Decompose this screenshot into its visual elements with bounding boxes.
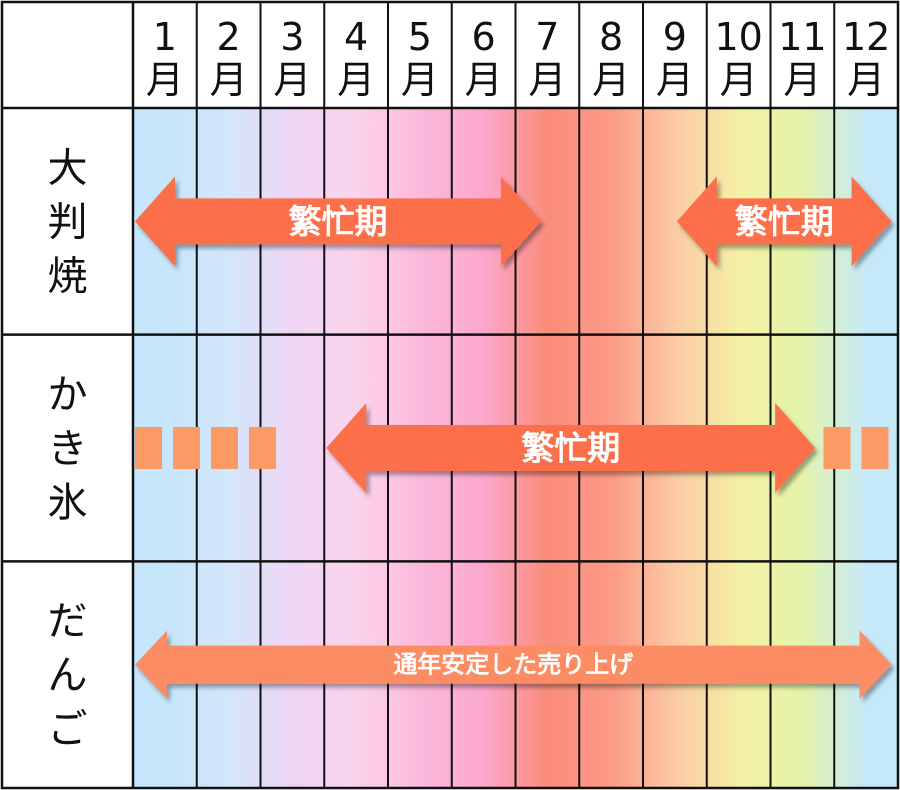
month-unit: 月 xyxy=(465,58,503,102)
arrow-label: 繁忙期 xyxy=(735,202,834,241)
month-unit: 月 xyxy=(783,58,821,102)
month-number: 9 xyxy=(663,15,687,59)
off-season-dash xyxy=(249,427,276,469)
month-unit: 月 xyxy=(656,58,694,102)
off-season-dash xyxy=(135,427,162,469)
busy-period-arrow xyxy=(326,403,816,493)
month-unit: 月 xyxy=(337,58,375,102)
month-number: 8 xyxy=(599,15,623,59)
row-label: 大判焼 xyxy=(48,145,88,299)
month-unit: 月 xyxy=(210,58,248,102)
month-number: 5 xyxy=(408,15,432,59)
arrow-label: 繁忙期 xyxy=(289,202,388,241)
month-number: 6 xyxy=(472,15,496,59)
arrow-label: 通年安定した売り上げ xyxy=(393,651,634,679)
month-number: 1 xyxy=(153,15,177,59)
off-season-dash xyxy=(211,427,238,469)
arrow-label: 繁忙期 xyxy=(521,429,620,468)
month-number: 2 xyxy=(217,15,241,59)
month-unit: 月 xyxy=(847,58,885,102)
month-unit: 月 xyxy=(273,58,311,102)
month-number: 12 xyxy=(842,15,890,59)
period-arrows: 繁忙期繁忙期繁忙期通年安定した売り上げ xyxy=(135,176,892,699)
month-unit: 月 xyxy=(720,58,758,102)
busy-period-arrow xyxy=(135,176,541,267)
month-unit: 月 xyxy=(528,58,566,102)
month-unit: 月 xyxy=(146,58,184,102)
month-unit: 月 xyxy=(401,58,439,102)
month-unit: 月 xyxy=(592,58,630,102)
month-number: 7 xyxy=(535,15,559,59)
row-label: かき氷 xyxy=(48,372,88,526)
month-number: 11 xyxy=(778,15,826,59)
off-season-dash xyxy=(823,427,851,469)
month-number: 10 xyxy=(714,15,762,59)
month-number: 4 xyxy=(344,15,368,59)
month-number: 3 xyxy=(280,15,304,59)
off-season-dash xyxy=(173,427,200,469)
row-label: だんご xyxy=(48,599,88,753)
busy-period-arrow xyxy=(676,176,892,267)
steady-sales-arrow xyxy=(135,630,892,699)
off-season-dash xyxy=(861,427,889,469)
